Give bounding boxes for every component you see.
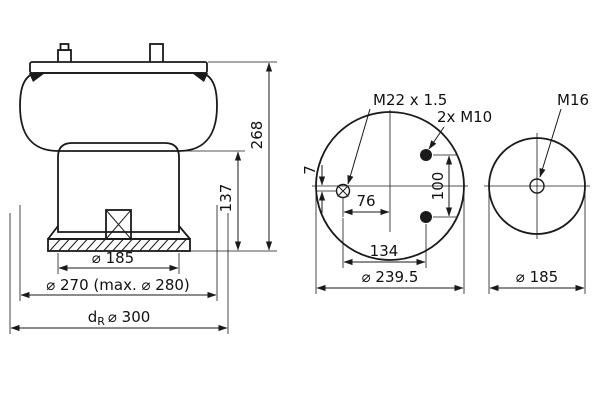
dim-rim-dia-label: dR⌀ 300 [88, 308, 151, 328]
dim-76-label: 76 [356, 192, 375, 210]
m16-leader-line [539, 108, 562, 178]
m16-label: M16 [557, 91, 589, 109]
m22-label: M22 x 1.5 [373, 91, 447, 109]
dim-100-label: 100 [429, 172, 447, 201]
center-stud [105, 209, 132, 240]
dim-185-label: ⌀ 185 [516, 268, 558, 286]
dim-rim-prefix: d [88, 308, 98, 326]
top-view: M22 x 1.5 2x M10 7 76 100 134 ⌀ 239.5 [301, 91, 492, 294]
m10-label: 2x M10 [437, 108, 492, 126]
dim-rim-subscript: R [97, 315, 105, 328]
base-plate-hatching [49, 239, 187, 251]
bead-clamp-right [192, 73, 208, 82]
extension-lines-piston-dia [57, 253, 180, 274]
bottom-view: M16 ⌀ 185 [484, 91, 590, 294]
top-stud-left-pin [59, 43, 70, 51]
center-stud-cross [105, 209, 132, 240]
m10-leader-line [428, 126, 445, 150]
top-stud-left [57, 49, 72, 64]
dim-rim-value: ⌀ 300 [108, 308, 150, 326]
m10-stud-bottom [420, 211, 432, 223]
m16-stud [529, 178, 545, 194]
bellows-outline [19, 72, 218, 152]
dim-137-label: 137 [217, 184, 235, 213]
extension-lines-bellows-dia [19, 205, 218, 301]
dim-7-label: 7 [301, 165, 319, 175]
top-plate [29, 61, 208, 74]
m22-fitting-cross [337, 185, 349, 197]
extension-lines-239 [315, 192, 465, 294]
dim-134-label: 134 [370, 242, 399, 260]
dim-piston-dia-label: ⌀ 185 [92, 249, 134, 267]
dim-239-label: ⌀ 239.5 [362, 268, 419, 286]
m22-fitting [335, 183, 351, 199]
extension-lines-268 [190, 61, 277, 252]
bead-clamp-left [29, 73, 45, 82]
m10-stud-top [420, 149, 432, 161]
top-stud-right [149, 43, 164, 64]
extension-lines-rim-dia [9, 213, 229, 334]
m22-leader-line [347, 108, 371, 185]
dim-bellows-dia-label: ⌀ 270 (max. ⌀ 280) [46, 276, 190, 294]
piston-outline [57, 142, 180, 233]
dim-268-label: 268 [248, 121, 266, 150]
extension-lines-100 [433, 154, 456, 218]
extension-lines-185 [488, 192, 586, 294]
side-view: 268 137 ⌀ 185 ⌀ 270 (max. ⌀ 280) dR⌀ 300 [9, 43, 277, 334]
extension-lines-134 [342, 218, 427, 268]
